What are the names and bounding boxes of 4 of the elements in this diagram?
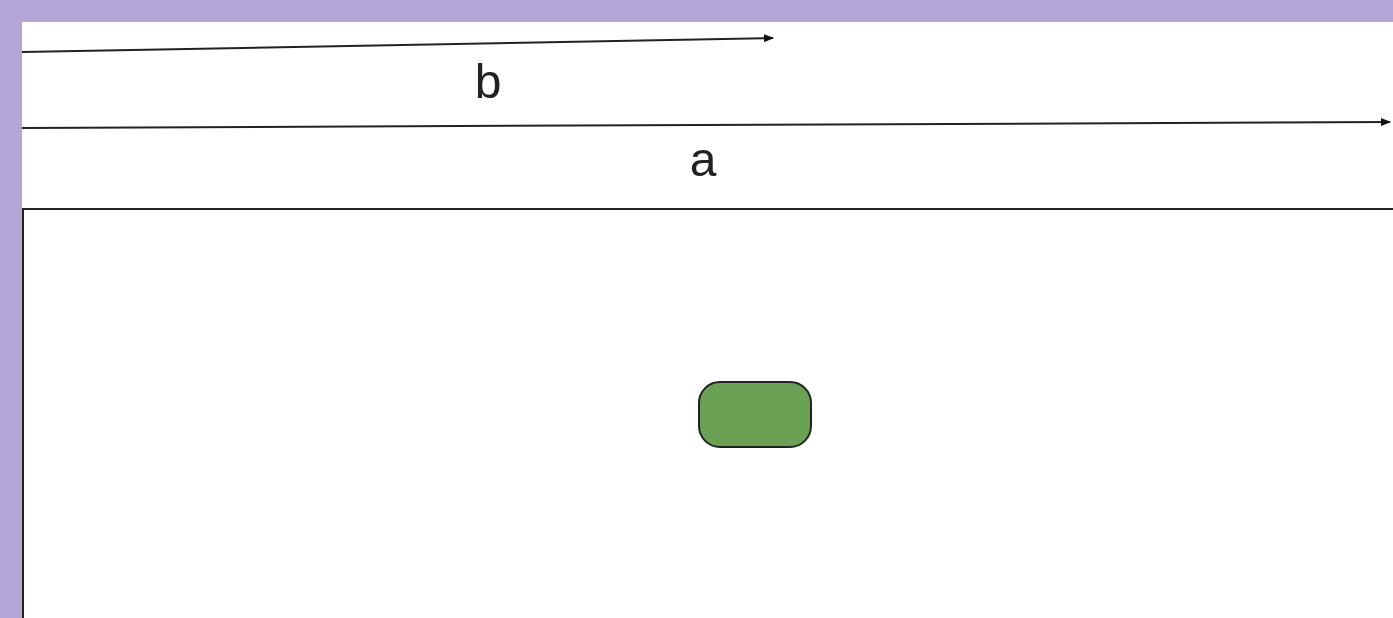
arrow-label: a xyxy=(689,136,717,184)
arrow-label: b xyxy=(474,58,502,106)
rounded-shape xyxy=(698,381,812,448)
frame-box xyxy=(22,208,1393,618)
